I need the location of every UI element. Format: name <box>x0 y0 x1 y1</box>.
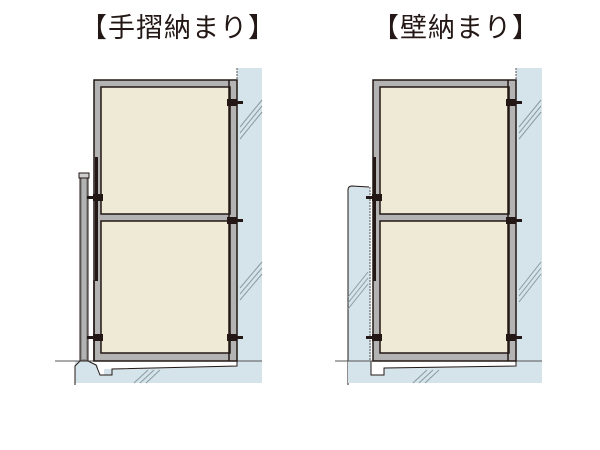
right-wall <box>237 68 262 383</box>
lower-panel <box>100 220 231 354</box>
hinge-icon <box>87 334 103 341</box>
seal-strip <box>373 157 376 281</box>
handrail-fitting-diagram <box>55 68 263 385</box>
upper-panel <box>100 86 231 215</box>
lower-panel <box>379 220 510 354</box>
upper-panel <box>379 86 510 215</box>
left-wall <box>348 186 371 383</box>
hinge-icon <box>87 194 103 201</box>
diagram-title-handrail: 【手摺納まり】 <box>80 13 276 44</box>
wall-hatch <box>239 99 263 301</box>
seal-strip <box>95 157 98 281</box>
floor-slab <box>75 361 262 383</box>
diagram-title-wall: 【壁納まり】 <box>372 13 540 44</box>
floor-slab <box>348 361 542 383</box>
wall-fitting-diagram <box>335 68 542 385</box>
